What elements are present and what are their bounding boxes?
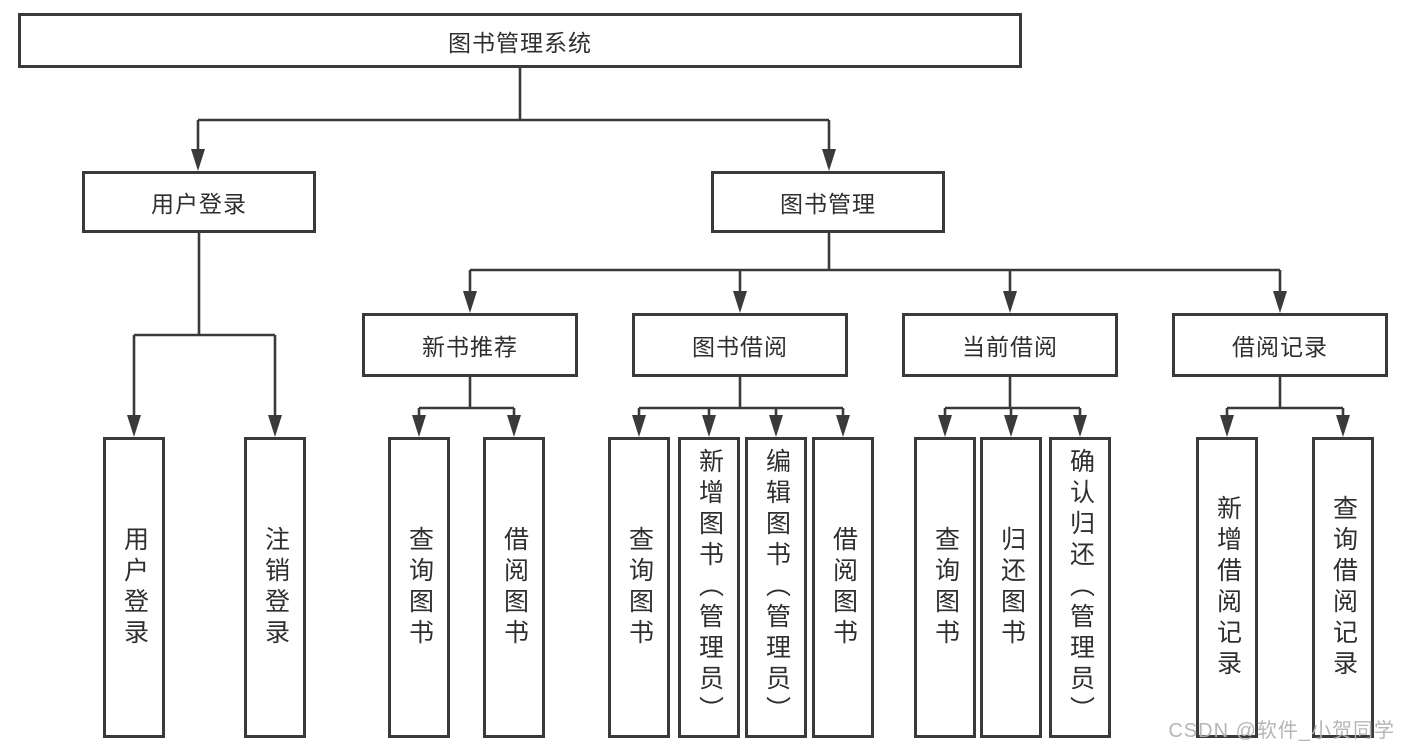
node-label: 用户登录 <box>120 525 149 650</box>
node-label: 查询图书 <box>405 525 434 650</box>
node-label: 查询借阅记录 <box>1329 494 1358 681</box>
node-current-borrow: 当前借阅 <box>902 313 1118 377</box>
node-book-borrow: 图书借阅 <box>632 313 848 377</box>
node-label: 借阅图书 <box>500 525 529 650</box>
node-borrow-record: 借阅记录 <box>1172 313 1388 377</box>
node-user-login: 用户登录 <box>82 171 316 233</box>
node-leaf-query-book-2: 查询图书 <box>608 437 670 738</box>
node-root: 图书管理系统 <box>18 13 1022 68</box>
node-label: 编辑图书（管理员） <box>762 448 791 727</box>
node-leaf-borrow-book-2: 借阅图书 <box>812 437 874 738</box>
node-leaf-logout: 注销登录 <box>244 437 306 738</box>
node-leaf-borrow-book-1: 借阅图书 <box>483 437 545 738</box>
node-label: 查询图书 <box>625 525 654 650</box>
node-label: 归还图书 <box>997 525 1026 650</box>
node-leaf-confirm-return-admin: 确认归还（管理员） <box>1049 437 1111 738</box>
node-book-management: 图书管理 <box>711 171 945 233</box>
node-leaf-add-book-admin: 新增图书（管理员） <box>678 437 740 738</box>
watermark: CSDN @软件_小贺同学 <box>1168 720 1395 742</box>
node-label: 查询图书 <box>931 525 960 650</box>
node-leaf-return-book: 归还图书 <box>980 437 1042 738</box>
node-leaf-query-book-1: 查询图书 <box>388 437 450 738</box>
node-label: 确认归还（管理员） <box>1066 448 1095 727</box>
node-label: 新增借阅记录 <box>1213 494 1242 681</box>
node-leaf-user-login: 用户登录 <box>103 437 165 738</box>
arrowheads <box>127 149 1350 437</box>
node-label: 新增图书（管理员） <box>695 448 724 727</box>
node-leaf-query-borrow-record: 查询借阅记录 <box>1312 437 1374 738</box>
node-label: 借阅图书 <box>829 525 858 650</box>
node-leaf-edit-book-admin: 编辑图书（管理员） <box>745 437 807 738</box>
node-new-book-recommend: 新书推荐 <box>362 313 578 377</box>
node-label: 注销登录 <box>261 525 290 650</box>
node-leaf-add-borrow-record: 新增借阅记录 <box>1196 437 1258 738</box>
node-leaf-query-book-3: 查询图书 <box>914 437 976 738</box>
